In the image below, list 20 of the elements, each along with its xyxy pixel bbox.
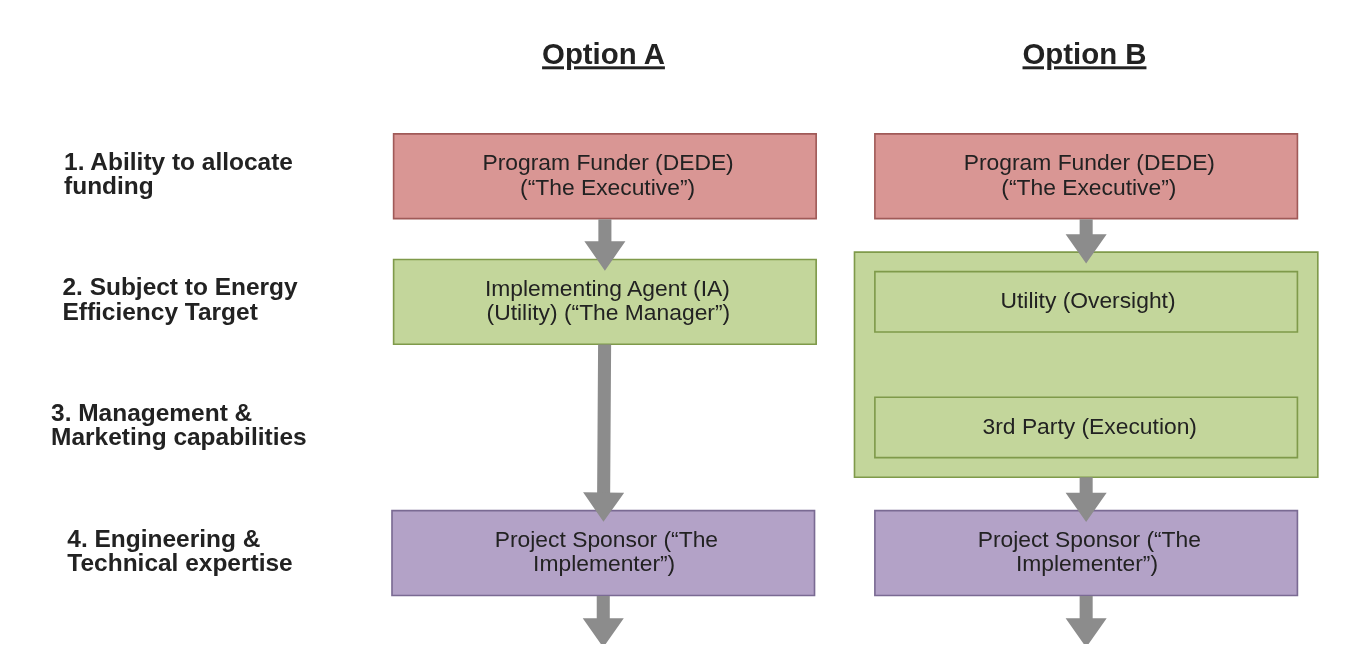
arrow <box>582 595 624 644</box>
cluster <box>853 250 1319 478</box>
label: 1. Ability to allocate funding <box>64 147 293 199</box>
arrow <box>1065 218 1107 263</box>
arrow <box>583 343 625 522</box>
node-box: Program Funder (DEDE) (“The Executive”) <box>874 132 1299 219</box>
node-box: Program Funder (DEDE) (“The Executive”) <box>392 132 817 219</box>
label: Option B <box>1022 36 1147 70</box>
arrow <box>584 218 626 271</box>
node-box: Project Sponsor (“The Implementer”) <box>391 509 816 596</box>
node-box: 3rd Party (Execution) <box>874 396 1299 458</box>
node-box: Utility (Oversight) <box>874 270 1299 333</box>
arrow <box>1065 476 1107 522</box>
label: 3. Management & Marketing capabilities <box>51 398 307 450</box>
label: Option A <box>542 36 665 70</box>
node-box: Implementing Agent (IA) (Utility) (“The Manager”) <box>392 258 817 345</box>
node-box: Project Sponsor (“The Implementer”) <box>874 509 1299 596</box>
label: 2. Subject to Energy Efficiency Target <box>62 272 298 325</box>
label: 4. Engineering & Technical expertise <box>67 524 293 576</box>
arrow <box>1065 595 1107 644</box>
